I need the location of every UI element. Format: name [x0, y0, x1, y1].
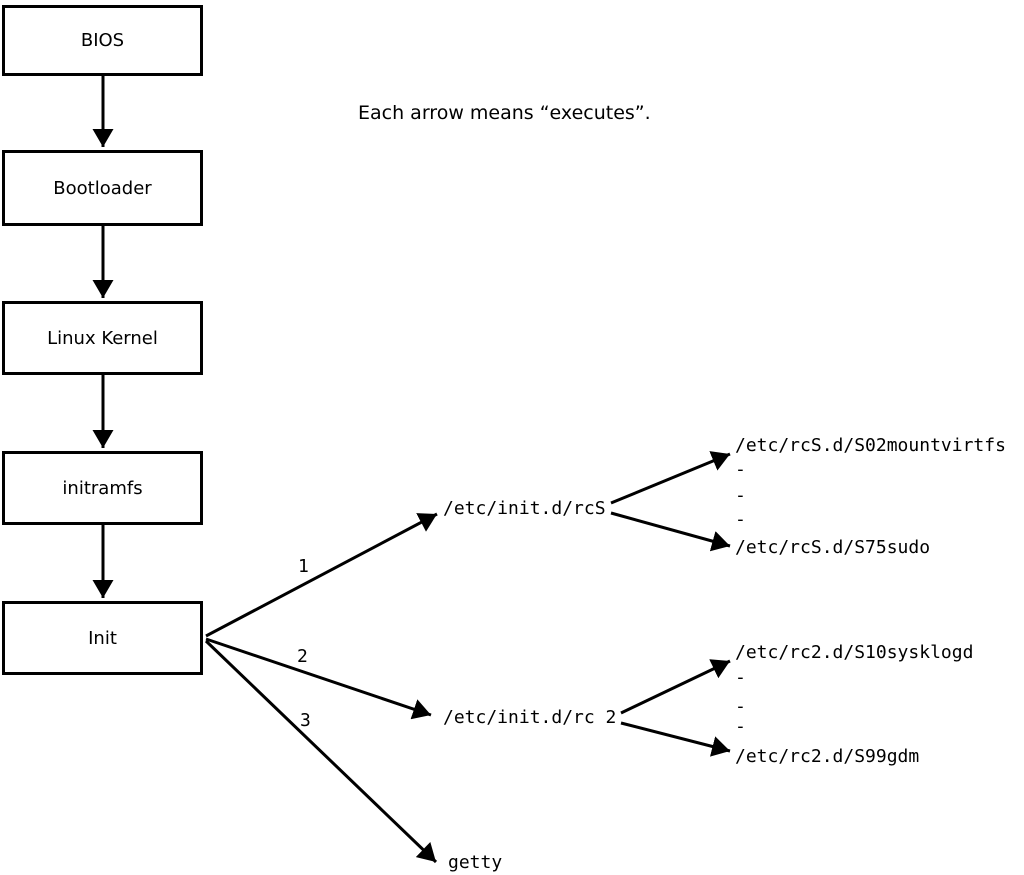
- path-rc2-last-script: /etc/rc2.d/S99gdm: [735, 746, 920, 767]
- branch-number-2: 2: [297, 646, 308, 667]
- path-rc2-first-script: /etc/rc2.d/S10sysklogd: [735, 642, 974, 663]
- box-linux-kernel: Linux Kernel: [2, 301, 203, 375]
- box-bios-label: BIOS: [80, 30, 125, 51]
- rc2-ellipsis-dash-1: -: [735, 667, 746, 688]
- box-bios: BIOS: [2, 5, 203, 76]
- arrow-meaning-note: Each arrow means “executes”.: [358, 102, 651, 124]
- rcs-ellipsis-dash-2: -: [735, 485, 746, 506]
- box-bootloader-label: Bootloader: [53, 177, 152, 199]
- box-initramfs: initramfs: [2, 451, 203, 525]
- rcs-ellipsis-dash-3: -: [735, 509, 746, 530]
- box-bootloader: Bootloader: [2, 150, 203, 226]
- arrow-rcs-to-last-script: [610, 511, 731, 552]
- arrow-rcs-to-first-script: [610, 451, 731, 505]
- path-etc-initd-rc2: /etc/init.d/rc 2: [443, 707, 617, 728]
- branch-number-3: 3: [300, 710, 311, 731]
- rc2-ellipsis-dash-2: -: [735, 696, 746, 717]
- path-etc-initd-rcs: /etc/init.d/rcS: [443, 498, 606, 519]
- arrow-rc2-to-last-script: [620, 721, 731, 757]
- path-rcs-first-script: /etc/rcS.d/S02mountvirtfs: [735, 435, 1006, 456]
- arrow-rc2-to-first-script: [620, 659, 731, 715]
- arrow-init-to-rcs: [205, 512, 438, 638]
- box-initramfs-label: initramfs: [62, 477, 143, 499]
- arrow-init-to-getty: [204, 639, 438, 864]
- rcs-ellipsis-dash-1: -: [735, 459, 746, 480]
- box-init: Init: [2, 601, 203, 675]
- arrow-init-to-rc2: [205, 637, 432, 720]
- path-rcs-last-script: /etc/rcS.d/S75sudo: [735, 537, 931, 558]
- path-getty: getty: [448, 852, 503, 873]
- branch-number-1: 1: [298, 556, 309, 577]
- box-linux-kernel-label: Linux Kernel: [47, 327, 158, 349]
- rc2-ellipsis-dash-3: -: [735, 716, 746, 737]
- box-init-label: Init: [88, 627, 117, 649]
